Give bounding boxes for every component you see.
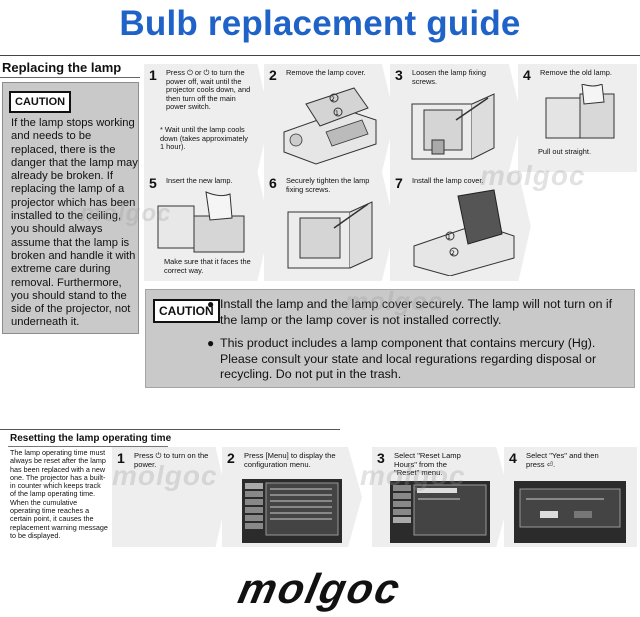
watermark: molgoc — [112, 460, 218, 491]
bullet-icon: ● — [207, 297, 215, 311]
step-number: 4 — [509, 450, 517, 466]
step-number: 3 — [377, 450, 385, 466]
resetting-heading: Resetting the lamp operating time — [10, 433, 172, 444]
watermark: molgoc — [345, 286, 444, 316]
caution-side-text: If the lamp stops working and needs to b… — [11, 117, 138, 329]
step-number: 3 — [395, 67, 403, 83]
step-text: Select "Reset Lamp Hours" from the "Rese… — [394, 451, 461, 478]
bullet-text: Install the lamp and the lamp cover secu… — [220, 297, 613, 327]
new-lamp-illustration — [157, 191, 245, 253]
svg-text:1: 1 — [447, 234, 451, 241]
reset-step-4: 4 Select "Yes" and then press ⏎. — [504, 447, 637, 547]
step-text: Loosen the lamp fixing screws. — [412, 68, 486, 86]
bullet-icon: ● — [207, 336, 215, 350]
step-number: 5 — [149, 175, 157, 191]
reset-step-3: 3 Select "Reset Lamp Hours" from the "Re… — [372, 447, 510, 547]
step-number: 1 — [117, 450, 125, 466]
resetting-underline — [8, 446, 168, 447]
step-text: Press [Menu] to display the configuratio… — [244, 451, 336, 469]
caution-bullet: ● Install the lamp and the lamp cover se… — [207, 297, 630, 328]
tighten-screws-illustration — [287, 201, 373, 269]
svg-text:1: 1 — [335, 110, 339, 117]
install-cover-illustration: 1 2 — [413, 189, 515, 276]
top-divider — [0, 55, 640, 56]
step-text: Insert the new lamp. — [166, 176, 233, 185]
confirm-reset-screen-illustration — [514, 481, 626, 543]
svg-text:2: 2 — [331, 96, 335, 103]
step-text: Remove the lamp cover. — [286, 68, 366, 77]
page-title: Bulb replacement guide — [119, 4, 521, 43]
replace-step-2: 2 Remove the lamp cover. 2 1 — [264, 64, 395, 172]
old-lamp-illustration — [545, 84, 615, 139]
fixing-screws-illustration — [411, 93, 495, 160]
step-number: 4 — [523, 67, 531, 83]
step-text: Press ⏻ to turn on the power. — [134, 451, 209, 469]
step-text: Press ⏻ or ⏻ to turn the power off, wait… — [166, 68, 251, 112]
resetting-text: The lamp operating time must always be r… — [10, 448, 108, 540]
bullet-text: This product includes a lamp component t… — [220, 336, 597, 381]
replacing-heading: Replacing the lamp — [2, 60, 122, 75]
caution-main-label: CAUTION — [153, 299, 220, 323]
reset-top-divider — [0, 429, 340, 430]
replace-step-1: 1 Press ⏻ or ⏻ to turn the power off, wa… — [144, 64, 270, 172]
watermark: molgoc — [360, 460, 466, 491]
replace-step-5: 5 Insert the new lamp. Make sure that it… — [144, 172, 270, 281]
step-number: 7 — [395, 175, 403, 191]
svg-text:2: 2 — [451, 250, 455, 257]
step-note: Pull out straight. — [538, 147, 591, 156]
caution-bullet: ● This product includes a lamp component… — [207, 336, 630, 383]
replace-step-4: 4 Remove the old lamp. Pull out straight… — [518, 64, 637, 172]
reset-step-2: 2 Press [Menu] to display the configurat… — [222, 447, 362, 547]
step-number: 1 — [149, 67, 157, 83]
step-number: 2 — [269, 67, 277, 83]
step-number: 6 — [269, 175, 277, 191]
step-note: * Wait until the lamp cools down (takes … — [160, 125, 248, 152]
step-text: Install the lamp cover. — [412, 176, 484, 185]
lamp-cover-illustration: 2 1 — [283, 87, 377, 165]
brand-logo: molgoc — [234, 565, 406, 612]
watermark: molgoc — [80, 200, 172, 227]
step-number: 2 — [227, 450, 235, 466]
replace-step-7: 7 Install the lamp cover. 1 2 — [390, 172, 531, 281]
replace-step-6: 6 Securely tighten the lamp fixing screw… — [264, 172, 395, 281]
step-text: Remove the old lamp. — [540, 68, 612, 77]
step-note: Make sure that it faces the correct way. — [164, 257, 251, 275]
replacing-underline — [0, 77, 140, 78]
replace-step-3: 3 Loosen the lamp fixing screws. — [390, 64, 522, 172]
caution-main-panel: CAUTION ● Install the lamp and the lamp … — [145, 289, 635, 388]
step-text: Securely tighten the lamp fixing screws. — [286, 176, 370, 194]
reset-step-1: 1 Press ⏻ to turn on the power. — [112, 447, 227, 547]
step-text: Select "Yes" and then press ⏎. — [526, 451, 599, 469]
caution-side-panel: CAUTION If the lamp stops working and ne… — [2, 82, 139, 334]
config-menu-screen-illustration — [242, 479, 342, 543]
caution-label: CAUTION — [9, 91, 72, 113]
reset-menu-screen-illustration — [390, 481, 490, 543]
watermark: molgoc — [480, 160, 586, 191]
